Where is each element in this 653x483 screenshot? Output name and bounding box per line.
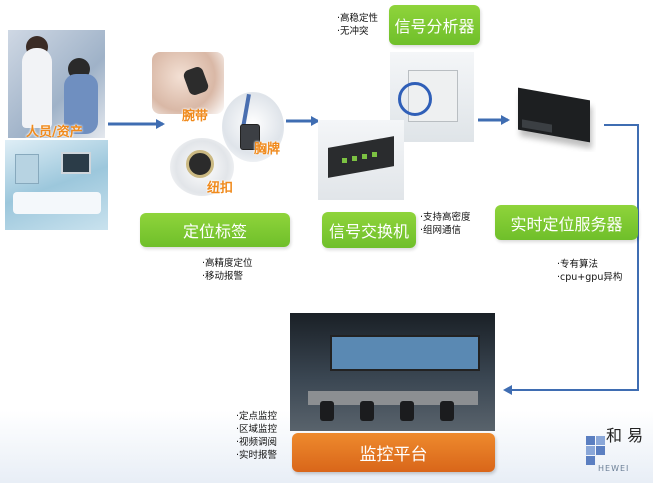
analyzer-note: 高稳定性 <box>337 12 378 25</box>
tag-note: 高精度定位 <box>202 257 253 270</box>
analyzer-notes: 高稳定性 无冲突 <box>337 12 378 38</box>
switch-photo <box>318 120 404 200</box>
server-notes: 专有算法 cpu+gpu异构 <box>557 258 622 284</box>
control-room-photo <box>290 313 495 431</box>
switch-label: 信号交换机 <box>322 212 416 248</box>
tag-label: 定位标签 <box>140 213 290 247</box>
badge-caption: 胸牌 <box>254 142 281 157</box>
platform-note: 区域监控 <box>236 423 277 436</box>
logo-brand: HEWEI <box>598 464 630 473</box>
logo-calligraphy: 和 易 <box>606 426 644 445</box>
platform-notes: 定点监控 区域监控 视频调阅 实时报警 <box>236 410 277 462</box>
platform-note: 实时报警 <box>236 449 277 462</box>
platform-note: 定点监控 <box>236 410 277 423</box>
wristband-caption: 腕带 <box>182 109 209 124</box>
server-photo <box>512 82 596 152</box>
switch-notes: 支持高密度 组网通信 <box>420 211 471 237</box>
button-caption: 纽扣 <box>207 181 234 196</box>
wristband-photo <box>152 52 224 114</box>
server-note: 专有算法 <box>557 258 622 271</box>
ward-photo <box>5 140 108 230</box>
switch-note: 支持高密度 <box>420 211 471 224</box>
switch-note: 组网通信 <box>420 224 471 237</box>
staff-photo <box>8 30 105 138</box>
tag-note: 移动报警 <box>202 270 253 283</box>
analyzer-photo <box>390 52 474 142</box>
tag-notes: 高精度定位 移动报警 <box>202 257 253 283</box>
hewei-logo: 和 易 HEWEI <box>584 420 646 478</box>
badge-photo <box>222 92 284 162</box>
analyzer-note: 无冲突 <box>337 25 378 38</box>
server-label: 实时定位服务器 <box>495 205 638 240</box>
platform-label: 监控平台 <box>292 433 495 472</box>
analyzer-label: 信号分析器 <box>389 5 480 45</box>
button-tag-photo <box>170 138 234 196</box>
arrow-server-to-platform <box>503 124 639 395</box>
platform-note: 视频调阅 <box>236 436 277 449</box>
server-note: cpu+gpu异构 <box>557 271 622 284</box>
staff-caption: 人员/资产 <box>26 125 83 140</box>
